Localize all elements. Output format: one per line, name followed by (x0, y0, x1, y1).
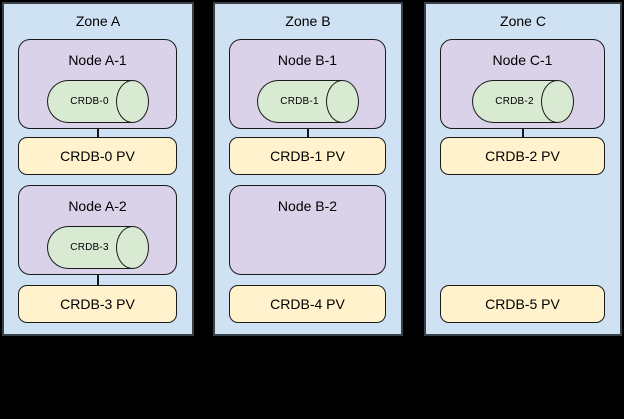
pv-crdb-2-label: CRDB-2 PV (485, 148, 560, 164)
cylinder-crdb-2-label: CRDB-2 (495, 96, 534, 107)
node-a-1-label: Node A-1 (68, 52, 127, 68)
pv-crdb-1: CRDB-1 PV (229, 137, 386, 175)
cylinder-crdb-1: CRDB-1 (256, 80, 359, 123)
cylinder-crdb-3-label: CRDB-3 (70, 242, 109, 253)
zone-c: Zone C Node C-1 CRDB-2 CRDB-2 PV CRDB-5 … (424, 2, 622, 336)
zone-a: Zone A Node A-1 CRDB-0 CRDB-0 PV Node A-… (2, 2, 194, 336)
pv-crdb-4: CRDB-4 PV (229, 285, 386, 323)
pv-crdb-0-label: CRDB-0 PV (60, 148, 135, 164)
pv-crdb-3-label: CRDB-3 PV (60, 296, 135, 312)
node-c-1-label: Node C-1 (492, 52, 553, 68)
node-b-2-label: Node B-2 (277, 198, 338, 214)
cylinder-crdb-2: CRDB-2 (471, 80, 574, 123)
node-c-1: Node C-1 CRDB-2 (440, 39, 605, 129)
node-b-2: Node B-2 (229, 185, 386, 275)
connector-node-b-1-to-pv (307, 129, 309, 137)
node-a-2: Node A-2 CRDB-3 (18, 185, 177, 275)
cylinder-crdb-0: CRDB-0 (46, 80, 149, 123)
cylinder-crdb-1-label: CRDB-1 (280, 96, 319, 107)
connector-node-c-1-to-pv (522, 129, 524, 137)
zone-b: Zone B Node B-1 CRDB-1 CRDB-1 PV Node B-… (213, 2, 403, 336)
zone-c-label: Zone C (500, 13, 546, 29)
pv-crdb-3: CRDB-3 PV (18, 285, 177, 323)
node-a-1: Node A-1 CRDB-0 (18, 39, 177, 129)
cylinder-cap (325, 80, 359, 123)
pv-crdb-4-label: CRDB-4 PV (270, 296, 345, 312)
pv-crdb-1-label: CRDB-1 PV (270, 148, 345, 164)
zone-a-label: Zone A (75, 13, 121, 29)
pv-crdb-2: CRDB-2 PV (440, 137, 605, 175)
zone-b-label: Zone B (285, 13, 331, 29)
node-a-2-label: Node A-2 (68, 198, 127, 214)
cylinder-crdb-3: CRDB-3 (46, 226, 149, 269)
node-b-1-label: Node B-1 (277, 52, 338, 68)
pv-crdb-0: CRDB-0 PV (18, 137, 177, 175)
cylinder-cap (115, 80, 149, 123)
pv-crdb-5-label: CRDB-5 PV (485, 296, 560, 312)
cylinder-cap (540, 80, 574, 123)
cylinder-crdb-0-label: CRDB-0 (70, 96, 109, 107)
cylinder-cap (115, 226, 149, 269)
pv-crdb-5: CRDB-5 PV (440, 285, 605, 323)
connector-node-a-2-to-pv (97, 275, 99, 285)
node-b-1: Node B-1 CRDB-1 (229, 39, 386, 129)
connector-node-a-1-to-pv (97, 129, 99, 137)
